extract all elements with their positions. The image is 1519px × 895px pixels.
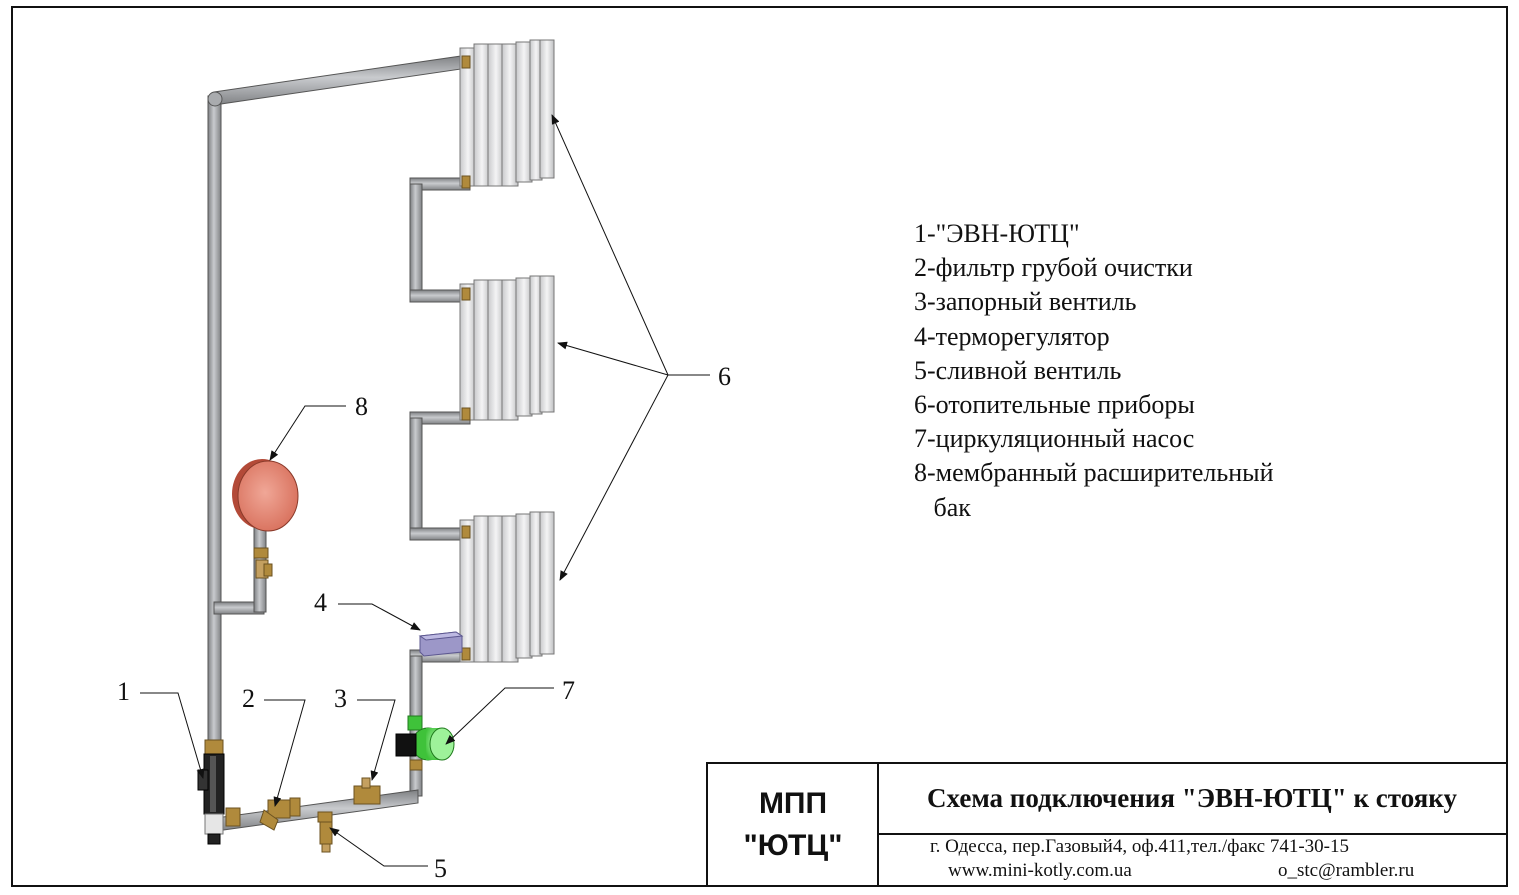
- callout-5: 5: [434, 854, 447, 883]
- legend: 1-"ЭВН-ЮТЦ" 2-фильтр грубой очистки 3-за…: [914, 217, 1274, 525]
- radiator-3: [459, 511, 555, 663]
- leader-lines: [140, 114, 710, 867]
- org-line-1: МПП: [758, 787, 828, 820]
- callout-4: 4: [314, 588, 327, 617]
- org-line-2: "ЮТЦ": [743, 829, 843, 862]
- title-block-organization: МПП "ЮТЦ": [708, 764, 878, 886]
- email-link[interactable]: o_stc@rambler.ru: [1278, 860, 1415, 881]
- legend-item-2: 2-фильтр грубой очистки: [914, 253, 1193, 283]
- sheet-frame: [11, 6, 1508, 887]
- callout-6: 6: [718, 362, 731, 391]
- callout-7: 7: [562, 676, 575, 705]
- expansion-tank: [232, 459, 299, 579]
- title-block-frame: [706, 762, 1508, 887]
- drain-valve: [317, 811, 333, 853]
- coarse-filter: [225, 797, 301, 831]
- boiler-unit: [197, 739, 225, 845]
- website-link[interactable]: www.mini-kotly.com.ua: [948, 860, 1132, 881]
- legend-item-8: 8-мембранный расширительный: [914, 458, 1274, 488]
- legend-item-8-continued: бак: [914, 492, 971, 522]
- circulation-pump: [395, 715, 455, 771]
- shutoff-valve: [353, 777, 381, 805]
- callout-2: 2: [242, 684, 255, 713]
- legend-item-4: 4-терморегулятор: [914, 321, 1110, 351]
- legend-item-7: 7-циркуляционный насос: [914, 424, 1195, 454]
- thermoregulator: [418, 631, 464, 657]
- radiator-2: [459, 275, 555, 421]
- radiator-fittings: [461, 55, 471, 661]
- callout-3: 3: [334, 684, 347, 713]
- callout-8: 8: [355, 392, 368, 421]
- legend-item-5: 5-сливной вентиль: [914, 355, 1122, 385]
- legend-item-3: 3-запорный вентиль: [914, 287, 1137, 317]
- pipe-network: [207, 54, 471, 832]
- radiator-1: [459, 39, 555, 187]
- callout-1: 1: [117, 677, 130, 706]
- legend-item-6: 6-отопительные приборы: [914, 390, 1195, 420]
- drawing-title: Схема подключения "ЭВН-ЮТЦ" к стояку: [927, 782, 1457, 813]
- legend-item-1: 1-"ЭВН-ЮТЦ": [914, 219, 1080, 248]
- address-line: г. Одесса, пер.Газовый4, оф.411,тел./фак…: [930, 836, 1350, 857]
